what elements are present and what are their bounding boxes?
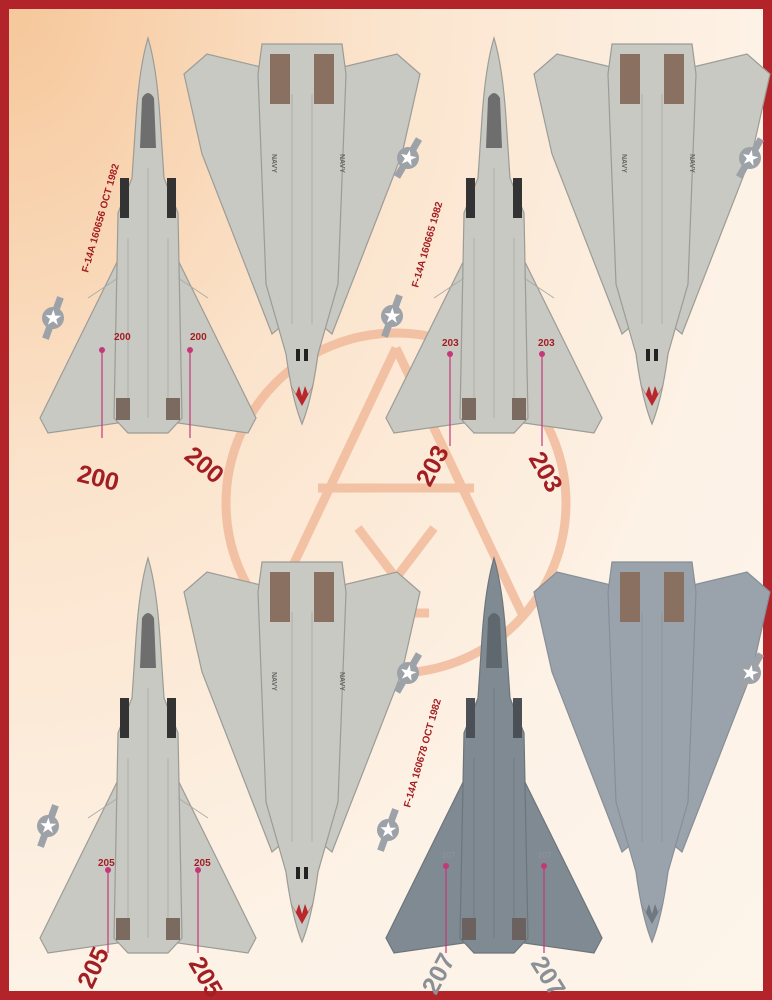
navy-label: NAVY (270, 672, 277, 691)
callout-200-right: 200 (179, 441, 229, 489)
decal-artwork: F-14A 160656 OCT 1982 200 200 200 200 NA… (30, 37, 771, 1000)
roundel-star-icon (370, 805, 406, 855)
callout-200-left: 200 (75, 460, 122, 497)
profile-205-top-view (39, 557, 257, 954)
navy-label: NAVY (620, 154, 627, 173)
profile-205-bottom-view: NAVY NAVY (183, 561, 421, 943)
navy-label: NAVY (338, 154, 345, 173)
profile-207-bottom-view (533, 561, 771, 943)
profile-200-top-view (39, 37, 257, 434)
roundel-star-icon (30, 801, 66, 851)
profile-203-serial: F-14A 160665 1982 (410, 200, 445, 289)
navy-label: NAVY (688, 154, 695, 173)
profile-203-top-view (385, 37, 603, 434)
profile-200-bottom-view: NAVY NAVY (183, 43, 421, 425)
callout-207-right: 207 (525, 951, 571, 1000)
profile-205-modex-left: 205 (98, 858, 115, 869)
callout-207-left: 207 (417, 949, 461, 999)
profile-200-serial: F-14A 160656 OCT 1982 (80, 162, 122, 274)
profile-200-modex-right: 200 (190, 332, 207, 343)
profile-203-modex-right: 203 (538, 338, 555, 349)
roundel-star-icon (35, 293, 71, 343)
navy-label: NAVY (270, 154, 277, 173)
callout-205-right: 205 (183, 952, 228, 1000)
profile-207-modex-right: 207 (538, 851, 552, 860)
sharkmouth-icon (640, 384, 664, 406)
sharkmouth-icon (290, 902, 314, 924)
profile-203-modex-left: 203 (442, 338, 459, 349)
sharkmouth-icon (640, 902, 664, 924)
callout-205-left: 205 (72, 943, 115, 993)
sharkmouth-icon (290, 384, 314, 406)
profile-200-modex-left: 200 (114, 332, 131, 343)
profile-207-top-view (385, 557, 603, 954)
profile-207-modex-left: 207 (442, 851, 456, 860)
profile-203-bottom-view: NAVY NAVY (533, 43, 771, 425)
profile-205-modex-right: 205 (194, 858, 211, 869)
profile-207-serial: F-14A 160678 OCT 1982 (402, 697, 444, 809)
navy-label: NAVY (338, 672, 345, 691)
